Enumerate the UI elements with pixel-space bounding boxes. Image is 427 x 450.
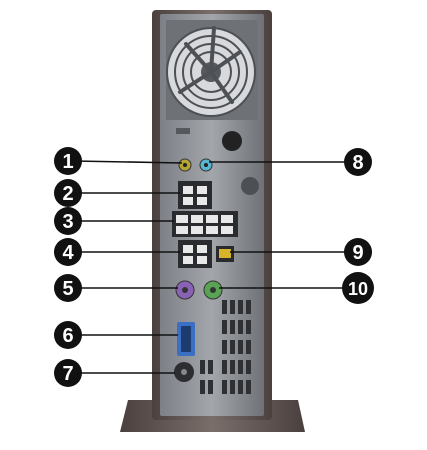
rj45-port [216, 246, 234, 262]
callout-9-label: 9 [352, 242, 363, 264]
usb-ports-bottom [178, 240, 212, 268]
callout-3-label: 3 [62, 211, 73, 233]
ps2-keyboard-port [175, 280, 195, 300]
callout-1-label: 1 [62, 151, 73, 173]
callout-5-label: 5 [62, 278, 73, 300]
callout-4-label: 4 [62, 242, 74, 264]
callout-9: 9 [344, 238, 372, 266]
power-connector [222, 131, 242, 151]
usb-ports-top [178, 181, 212, 209]
callout-1: 1 [54, 147, 82, 175]
callout-2: 2 [54, 179, 82, 207]
side-knob [241, 177, 259, 195]
vent-slots [200, 300, 251, 394]
vga-port [177, 322, 195, 356]
callout-8: 8 [344, 148, 372, 176]
callout-6-label: 6 [62, 325, 73, 347]
callout-7: 7 [54, 359, 82, 387]
callout-3: 3 [54, 207, 82, 235]
usb-ports-middle [172, 211, 238, 237]
callout-2-label: 2 [62, 183, 73, 205]
leader-line-1 [73, 160, 183, 164]
fan-grille [166, 20, 258, 120]
callout-7-label: 7 [62, 363, 73, 385]
callout-4: 4 [54, 238, 82, 266]
callout-10-label: 10 [348, 279, 368, 299]
power-input [174, 362, 194, 382]
callout-10: 10 [342, 272, 374, 304]
callout-6: 6 [54, 321, 82, 349]
callout-8-label: 8 [352, 152, 363, 174]
ps2-mouse-port [203, 280, 223, 300]
callout-5: 5 [54, 274, 82, 302]
